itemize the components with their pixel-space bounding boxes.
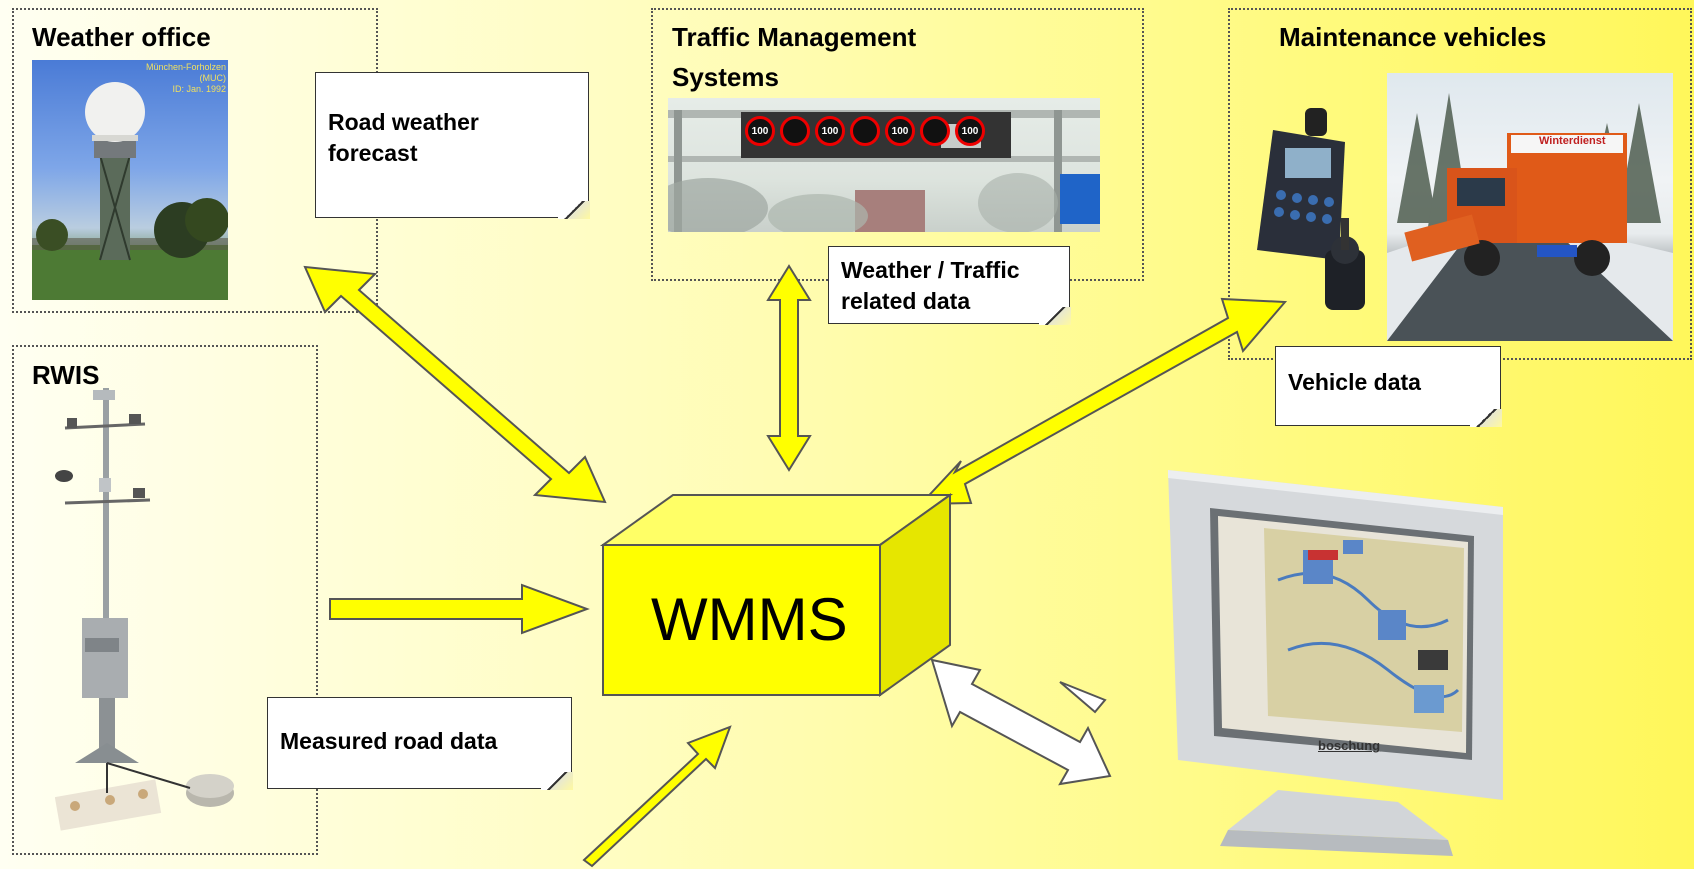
speed-sign: 100: [885, 116, 915, 146]
weather-traffic-data-note: Weather / Traffic related data: [828, 246, 1071, 325]
input-wmms-arrow: [582, 725, 732, 868]
speed-sign: 100: [815, 116, 845, 146]
traffic-management-title-line1: Traffic Management: [672, 22, 917, 52]
rwis-group: [12, 345, 318, 855]
speed-sign: [780, 116, 810, 146]
rwis-title: RWIS: [32, 360, 100, 390]
measured-road-data-note: Measured road data: [267, 697, 573, 790]
traffic-management-title-line2: Systems: [672, 62, 779, 92]
speed-sign: 100: [955, 116, 985, 146]
speed-sign: [920, 116, 950, 146]
snowplough-truck-photo: Winterdienst: [1387, 73, 1673, 341]
vehicle-data-text: Vehicle data: [1288, 369, 1421, 395]
speed-sign: 100: [745, 116, 775, 146]
weather-office-title: Weather office: [32, 22, 211, 52]
wmms-monitor-double-arrow: [930, 658, 1112, 786]
road-weather-forecast-note: Road weather forecast: [315, 72, 590, 219]
rwis-wmms-arrow: [329, 583, 590, 635]
weather-radar-photo: München-Forholzen (MUC) ID: Jan. 1992: [32, 60, 228, 300]
vehicles-wmms-double-arrow: [918, 297, 1288, 506]
speed-sign: [850, 116, 880, 146]
radar-caption-line1: München-Forholzen: [145, 62, 226, 72]
traffic-wmms-double-arrow: [766, 264, 812, 472]
monitor-photo: boschung: [1168, 470, 1528, 856]
traffic-gantry-photo: 100 100 100 100: [668, 98, 1100, 232]
road-weather-line1: Road weather: [328, 109, 479, 135]
wmms-box-front: [602, 544, 881, 696]
rwis-station-photo: [55, 388, 265, 838]
vehicle-controller-photo: [1245, 100, 1375, 320]
monitor-brand: boschung: [1318, 738, 1381, 753]
maintenance-vehicles-title: Maintenance vehicles: [1279, 22, 1547, 52]
radar-caption-line3: ID: Jan. 1992: [172, 84, 226, 94]
road-weather-line2: forecast: [328, 140, 418, 166]
measured-road-data-text: Measured road data: [280, 728, 498, 754]
truck-sign-text: Winterdienst: [1539, 135, 1606, 147]
radar-caption-line2: (MUC): [199, 73, 227, 83]
weather-traffic-line2: related data: [841, 288, 971, 314]
weather-traffic-line1: Weather / Traffic: [841, 257, 1020, 283]
wmms-label: WMMS: [651, 586, 848, 653]
arrow-head-accent: [1059, 681, 1107, 714]
weather-wmms-double-arrow: [303, 265, 607, 504]
vehicle-data-note: Vehicle data: [1275, 346, 1502, 427]
